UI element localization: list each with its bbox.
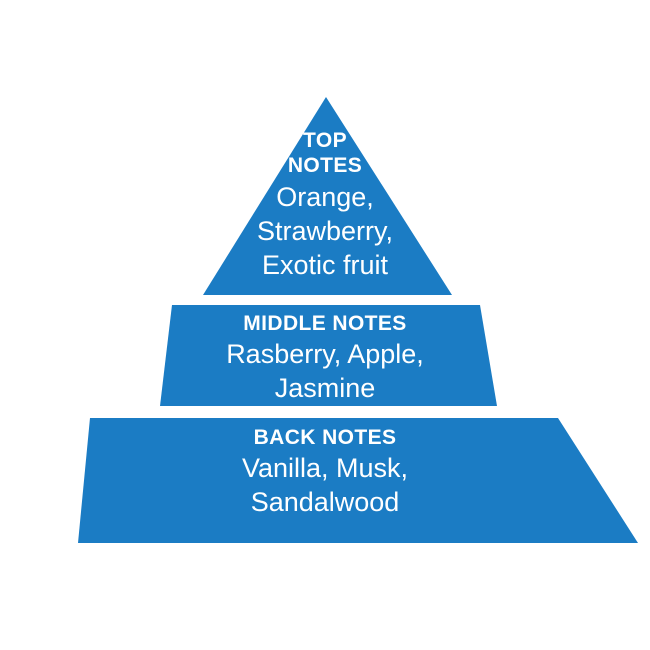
pyramid-tier-middle-shape[interactable] — [160, 305, 497, 406]
pyramid-tier-bottom-shape[interactable] — [78, 418, 638, 543]
pyramid-tier-top-shape[interactable] — [203, 97, 452, 295]
